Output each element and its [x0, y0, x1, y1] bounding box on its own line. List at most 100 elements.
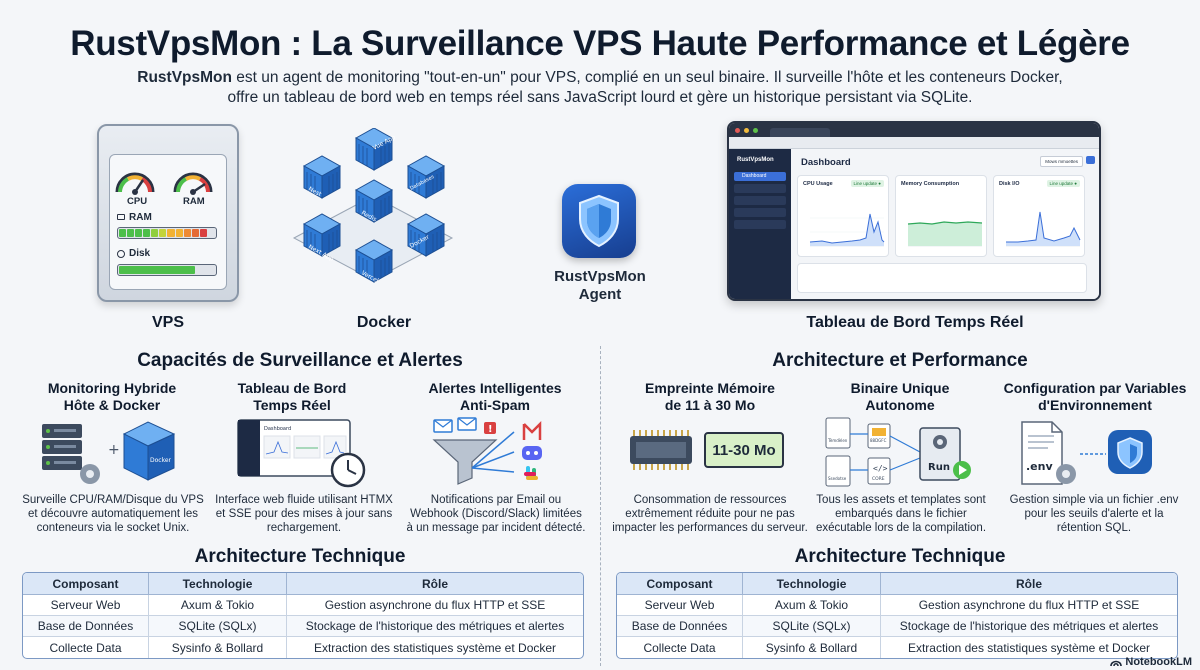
disk-sparkline: [1006, 211, 1081, 247]
dashboard-button: Mows mmoettes: [1040, 156, 1083, 167]
right-table-title: Architecture Technique: [794, 546, 1006, 567]
dashboard-brand: RustVpsMon: [737, 157, 774, 163]
disk-icon: [117, 250, 125, 258]
agent-label-line1: RustVpsMon: [554, 268, 646, 285]
cpu-sparkline: [809, 213, 885, 247]
slack-icon: [524, 466, 538, 480]
cube-docker-label: Docker: [150, 457, 172, 464]
dashboard-nav-item: [734, 184, 786, 193]
ram-gauge-icon: [173, 172, 213, 195]
col-composant: Composant: [617, 573, 743, 595]
ram-gauge-label: RAM: [183, 196, 205, 207]
docker-label: Docker: [356, 314, 412, 331]
col-technologie: Technologie: [149, 573, 287, 595]
dashboard-sidebar: RustVpsMon Dashboard: [729, 149, 791, 299]
gmail-icon: [522, 420, 542, 440]
performance-section-title: Architecture et Performance: [772, 350, 1028, 371]
dashboard-nav-item: [734, 208, 786, 217]
svg-text:+: +: [108, 442, 120, 458]
ram-chip-illustration: [630, 430, 692, 470]
cpu-gauge-icon: [115, 172, 155, 195]
dashboard-action-icon: [1086, 156, 1095, 164]
agent-label-line2: Agent: [578, 286, 622, 303]
memory-sparkline: [907, 221, 983, 247]
disk-usage-bar: [117, 264, 217, 276]
disk-io-card: Disk I/O Line update ●: [993, 175, 1085, 257]
col-role: Rôle: [881, 573, 1177, 595]
subtitle-line1: est un agent de monitoring "tout-en-un" …: [231, 69, 1063, 86]
monitoring-section-title: Capacités de Surveillance et Alertes: [137, 350, 463, 371]
mini-dashboard-illustration: Dashboard: [237, 419, 366, 488]
vps-server-illustration: CPU RAM RAM Disk: [97, 124, 239, 302]
server-docker-illustration: + Docker: [42, 421, 176, 484]
notebooklm-logo: NotebookLM: [1110, 656, 1192, 668]
discord-icon: [522, 446, 542, 460]
page-title: RustVpsMon : La Surveillance VPS Haute P…: [70, 24, 1130, 63]
svg-text:Tèmdèlen: Tèmdèlen: [827, 438, 848, 443]
svg-text:</>: </>: [873, 464, 888, 473]
alert-funnel-illustration: !: [432, 417, 542, 485]
dashboard-main: Dashboard Mows mmoettes CPU Usage Line u…: [791, 149, 1099, 299]
dashboard-browser-mockup: RustVpsMon Dashboard Dashboard Mows mmoe…: [727, 121, 1101, 301]
col-technologie: Technologie: [743, 573, 881, 595]
file-icon: [1021, 421, 1063, 485]
agent-label: RustVpsMon Agent: [540, 268, 660, 304]
run-label: Run: [928, 462, 950, 473]
env-config-illustration: .env: [1021, 421, 1152, 485]
page-subtitle: RustVpsMon est un agent de monitoring "t…: [100, 68, 1100, 108]
single-binary-illustration: Tèmdèlen Ssedotse 88DGFC CORE </> Run: [825, 417, 971, 487]
svg-text:CORE: CORE: [872, 476, 885, 482]
ram-bar-label: RAM: [129, 212, 152, 223]
disk-bar-label: Disk: [129, 248, 151, 259]
dashboard-nav-item: [734, 196, 786, 205]
svg-text:!: !: [488, 424, 493, 435]
cpu-usage-card: CPU Usage Line update ●: [797, 175, 889, 257]
env-file-label: .env: [1026, 460, 1053, 473]
memory-chip-value: 11-30 Mo: [704, 432, 784, 468]
notebooklm-icon: [1110, 660, 1123, 667]
browser-tabbar: [729, 123, 1099, 137]
dashboard-heading: Dashboard: [801, 157, 851, 168]
section-divider: [600, 346, 601, 666]
subtitle-brand: RustVpsMon: [137, 69, 232, 86]
agent-app-icon: [562, 184, 636, 258]
mini-dashboard-heading: Dashboard: [264, 426, 291, 432]
svg-text:Ssedotse: Ssedotse: [828, 476, 847, 481]
svg-text:88DGFC: 88DGFC: [870, 438, 887, 443]
vps-label: VPS: [151, 314, 184, 331]
browser-urlbar: [729, 137, 1099, 149]
dashboard-nav-active: Dashboard: [734, 172, 786, 181]
dashboard-label: Tableau de Bord Temps Réel: [806, 314, 1024, 331]
memory-card: Memory Consumption: [895, 175, 987, 257]
subtitle-line2: offre un tableau de bord web en temps ré…: [227, 89, 973, 106]
funnel-icon: [432, 439, 498, 485]
shield-icon: [579, 194, 619, 248]
dashboard-nav-item: [734, 220, 786, 229]
cpu-gauge-label: CPU: [127, 196, 148, 207]
dashboard-panel: [797, 263, 1087, 293]
docker-containers-illustration: Vue App Nest Databases Redis Next App Do…: [292, 128, 454, 285]
left-table-title: Architecture Technique: [194, 546, 406, 567]
col-composant: Composant: [23, 573, 149, 595]
ram-chip-icon: [117, 214, 125, 220]
